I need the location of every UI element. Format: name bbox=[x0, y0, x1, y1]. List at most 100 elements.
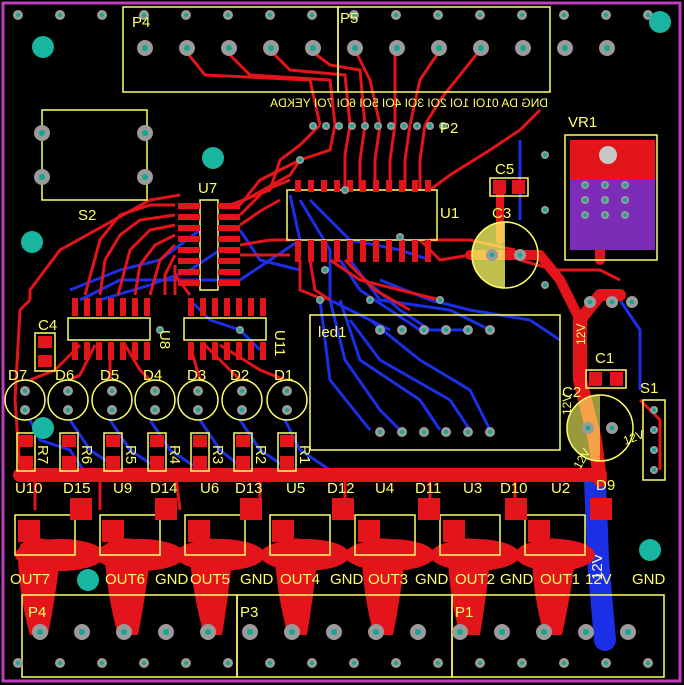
header-bottom-pin-large-hole bbox=[36, 628, 44, 636]
label-d4: D4 bbox=[143, 367, 162, 384]
header-bottom-pin-hole bbox=[226, 661, 230, 665]
header-top-pin-large-hole bbox=[225, 44, 233, 52]
p2-pin-hole bbox=[441, 124, 445, 128]
led-pin-hole bbox=[285, 408, 289, 412]
top-layer-traces bbox=[13, 48, 662, 511]
header-bottom-pin-hole bbox=[646, 661, 650, 665]
header-bottom-pin-large-hole bbox=[624, 628, 632, 636]
net-label-out5-3: OUT5 bbox=[190, 571, 230, 588]
header-bottom-pin-large-hole bbox=[330, 628, 338, 636]
header-top-pin-large-hole bbox=[351, 44, 359, 52]
label-s2: S2 bbox=[78, 207, 96, 224]
label-c2: C2 bbox=[562, 384, 581, 401]
header-bottom-pin-hole bbox=[100, 661, 104, 665]
label-d2: D2 bbox=[230, 367, 249, 384]
led-pin-hole bbox=[23, 408, 27, 412]
led-pin-hole bbox=[240, 389, 244, 393]
c3-pin-hole bbox=[517, 252, 523, 258]
led-pin-hole bbox=[23, 389, 27, 393]
p2-pin-hole bbox=[389, 124, 393, 128]
led-pin-hole bbox=[153, 389, 157, 393]
bottom-net-label: 12V bbox=[589, 553, 606, 580]
led1-pin-hole bbox=[488, 430, 492, 434]
label-d10: D10 bbox=[500, 480, 528, 497]
led1-pin-hole bbox=[444, 328, 448, 332]
p2-pin-hole bbox=[402, 124, 406, 128]
header-bottom-pin-large-hole bbox=[162, 628, 170, 636]
led-pin-hole bbox=[110, 389, 114, 393]
header-bottom-pin-large-hole bbox=[456, 628, 464, 636]
label-d5: D5 bbox=[100, 367, 119, 384]
via-hole bbox=[368, 298, 372, 302]
vr1-pin-hole bbox=[623, 213, 627, 217]
header-bottom-pin-hole bbox=[352, 661, 356, 665]
header-bottom-pin-hole bbox=[520, 661, 524, 665]
label-d3: D3 bbox=[187, 367, 206, 384]
header-top-pin-hole bbox=[58, 13, 62, 17]
header-top-pin-hole bbox=[16, 13, 20, 17]
header-top-pin-large-hole bbox=[393, 44, 401, 52]
p2-pin-hole bbox=[337, 124, 341, 128]
vr1-pin-hole bbox=[623, 198, 627, 202]
label-vr1: VR1 bbox=[568, 114, 597, 131]
led-pin-hole bbox=[240, 408, 244, 412]
net-label-12v-12: 12V bbox=[585, 571, 612, 588]
header-bottom-pin-hole bbox=[142, 661, 146, 665]
label-d13: D13 bbox=[235, 480, 263, 497]
label-r6: R6 bbox=[78, 445, 95, 464]
vr1-body bbox=[570, 140, 655, 250]
header-top-pin-hole bbox=[520, 13, 524, 17]
label-u10: U10 bbox=[15, 480, 43, 497]
net-label-gnd-10: GND bbox=[500, 571, 534, 588]
header-top-pin-large-hole bbox=[435, 44, 443, 52]
header-bottom-pin-hole bbox=[478, 661, 482, 665]
label-u11: U11 bbox=[271, 330, 288, 356]
header-top-pin-large-hole bbox=[183, 44, 191, 52]
designator-labels: P4 P5 P2 VR1 S2 U7 U1 C5 C3 C4 C1 C2 S1 … bbox=[8, 10, 658, 621]
led1-pin-hole bbox=[466, 430, 470, 434]
header-top-pin-hole bbox=[562, 13, 566, 17]
through-hole-pads bbox=[13, 10, 658, 668]
label-r4: R4 bbox=[166, 445, 183, 464]
led-pin-hole bbox=[285, 389, 289, 393]
p2-pin-hole bbox=[324, 124, 328, 128]
label-u9: U9 bbox=[113, 480, 132, 497]
c1-voltage-label: 12V bbox=[574, 324, 588, 345]
label-u3: U3 bbox=[463, 480, 482, 497]
c2-voltage-label-b: 12V bbox=[621, 427, 646, 447]
s2-pin-hole bbox=[141, 173, 149, 181]
label-p3: P3 bbox=[240, 604, 258, 621]
label-d7: D7 bbox=[8, 367, 27, 384]
silkscreen-outlines bbox=[4, 6, 666, 678]
vr1-pin-hole bbox=[603, 213, 607, 217]
p2-pin-hole bbox=[376, 124, 380, 128]
mounting-holes bbox=[21, 11, 671, 591]
output-copper-pours bbox=[15, 538, 595, 635]
net-label-out1-11: OUT1 bbox=[540, 571, 580, 588]
header-bottom-pin-large-hole bbox=[288, 628, 296, 636]
via-hole bbox=[438, 298, 442, 302]
via-hole bbox=[343, 188, 347, 192]
vr1-pin-hole bbox=[603, 198, 607, 202]
via-hole bbox=[543, 283, 547, 287]
p2-pin-labels: DNG DA 01OI 1OI 2OI 3OI 4OI 5OI 6OI 7OI … bbox=[270, 96, 548, 110]
led1-pin-hole bbox=[378, 328, 382, 332]
header-bottom-pin-large-hole bbox=[120, 628, 128, 636]
header-top-pin-hole bbox=[310, 13, 314, 17]
label-c4: C4 bbox=[38, 317, 57, 334]
header-top-pin-hole bbox=[646, 13, 650, 17]
header-bottom-pin-hole bbox=[310, 661, 314, 665]
regulator-pin-hole bbox=[587, 299, 593, 305]
vr1-pin-hole bbox=[583, 183, 587, 187]
header-top-pin-hole bbox=[142, 13, 146, 17]
via-hole bbox=[298, 158, 302, 162]
via-hole bbox=[398, 235, 402, 239]
label-d15: D15 bbox=[63, 480, 91, 497]
label-d12: D12 bbox=[327, 480, 355, 497]
u7-pins bbox=[178, 203, 240, 286]
p2-pin-hole bbox=[363, 124, 367, 128]
net-label-gnd-8: GND bbox=[415, 571, 449, 588]
vr1-pin-hole bbox=[583, 213, 587, 217]
